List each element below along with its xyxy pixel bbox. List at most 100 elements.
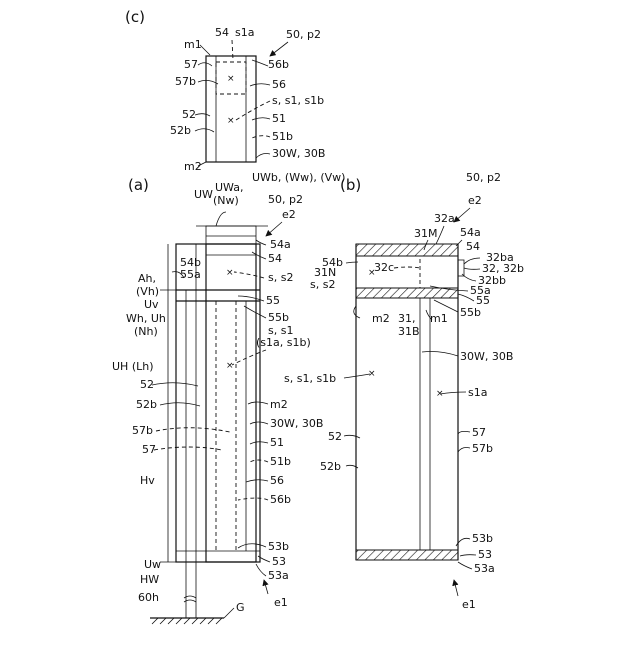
b-bottom-cap [356,550,458,560]
a-Hv: Hv [140,474,155,487]
b-32a: 32a [434,212,455,225]
b-leader [458,431,470,434]
a-UWb: UWb, (Ww), (Vw) [252,171,345,184]
c-52: 52 [182,108,196,121]
panel-b: (b) 50, p2 e2 × × × 32a 31M 54a 54 32ba … [284,171,524,611]
b-leader [434,300,458,312]
b-side-port [458,260,464,276]
c-54: 54 [215,26,229,39]
a-leader [154,447,222,450]
c-leader [195,114,210,116]
a-Wh: Wh, Uh [126,312,166,325]
a-52b: 52b [136,398,157,411]
c-leader [252,136,270,138]
a-57: 57 [142,443,156,456]
b-52b: 52b [320,460,341,473]
panel-a-e2: e2 [282,208,296,221]
a-UH: UH (Lh) [112,360,154,373]
panel-c-x-mark-2: × [227,116,235,126]
c-leader [236,101,270,120]
b-leader [458,448,470,453]
panel-c-ref: 50, p2 [286,28,321,41]
b-e1: e1 [462,598,476,611]
a-leader [238,498,268,500]
b-32c: 32c [374,261,394,274]
b-31M: 31M [414,227,438,240]
b-leader [422,352,458,357]
a-51b: 51b [270,455,291,468]
a-leader [250,460,268,462]
panel-b-e2: e2 [468,194,482,207]
a-leader [160,403,200,406]
a-s-s2: s, s2 [268,271,293,284]
b-e1-arrow [454,580,458,596]
a-leader [238,544,266,548]
b-leader [394,267,420,268]
c-52b: 52b [170,124,191,137]
c-30w: 30W, 30B [272,147,325,160]
a-Nh: (Nh) [134,325,158,338]
a-leader [152,383,198,386]
panel-a-ref: 50, p2 [268,193,303,206]
c-56: 56 [272,78,286,91]
a-Uv: Uv [144,298,159,311]
c-m1: m1 [184,38,202,51]
c-leader [232,40,233,60]
b-mid-shelf [356,288,458,298]
a-53b: 53b [268,540,289,553]
b-top-cap [356,244,458,256]
panel-a-x-mark: × [226,268,234,278]
panel-b-ref: 50, p2 [466,171,501,184]
a-e1: e1 [274,596,288,609]
a-53: 53 [272,555,286,568]
c-51b: 51b [272,130,293,143]
a-Nw: (Nw) [213,194,239,207]
panel-c-ref-arrow [270,42,288,56]
a-leader [252,252,266,259]
a-55b: 55b [268,311,289,324]
a-54: 54 [268,252,282,265]
c-57: 57 [184,58,198,71]
a-leader [232,350,266,365]
b-53a: 53a [474,562,495,575]
b-side-chamber [420,256,458,288]
a-53a: 53a [268,569,289,582]
b-leader [440,392,466,394]
a-52: 52 [140,378,154,391]
b-30w: 30W, 30B [460,350,513,363]
ground-hatch [152,618,222,624]
a-56: 56 [270,474,284,487]
panel-c-x-mark: × [227,74,235,84]
b-leader [456,240,462,246]
panel-a-title: (a) [128,176,149,194]
panel-b-e2-arrow [454,208,470,222]
a-HW: HW [140,573,159,586]
b-52: 52 [328,430,342,443]
a-G: G [236,601,245,614]
b-53b: 53b [472,532,493,545]
c-leader [198,63,212,66]
c-56b: 56b [268,58,289,71]
a-57b: 57b [132,424,153,437]
c-s-s1-s1b: s, s1, s1b [272,94,324,107]
panel-b-title: (b) [340,176,361,194]
b-leader [458,562,472,569]
b-m1: m1 [430,312,448,325]
b-leader [344,435,360,438]
panel-a-top-lip [206,226,256,244]
b-leader [464,258,480,264]
c-leader [252,60,268,66]
panel-c-body [206,56,256,162]
panel-c: (c) 50, p2 × × m1 54 s1a 57 57b 56b 56 5… [125,8,325,173]
c-s1a: s1a [235,26,254,39]
b-31B: 31B [398,325,420,338]
c-51: 51 [272,112,286,125]
a-leader [246,480,268,482]
b-54: 54 [466,240,480,253]
b-leader [354,306,360,318]
b-57: 57 [472,426,486,439]
c-leader [256,154,270,159]
a-leader [250,422,268,424]
a-Ah: Ah, [138,272,156,285]
